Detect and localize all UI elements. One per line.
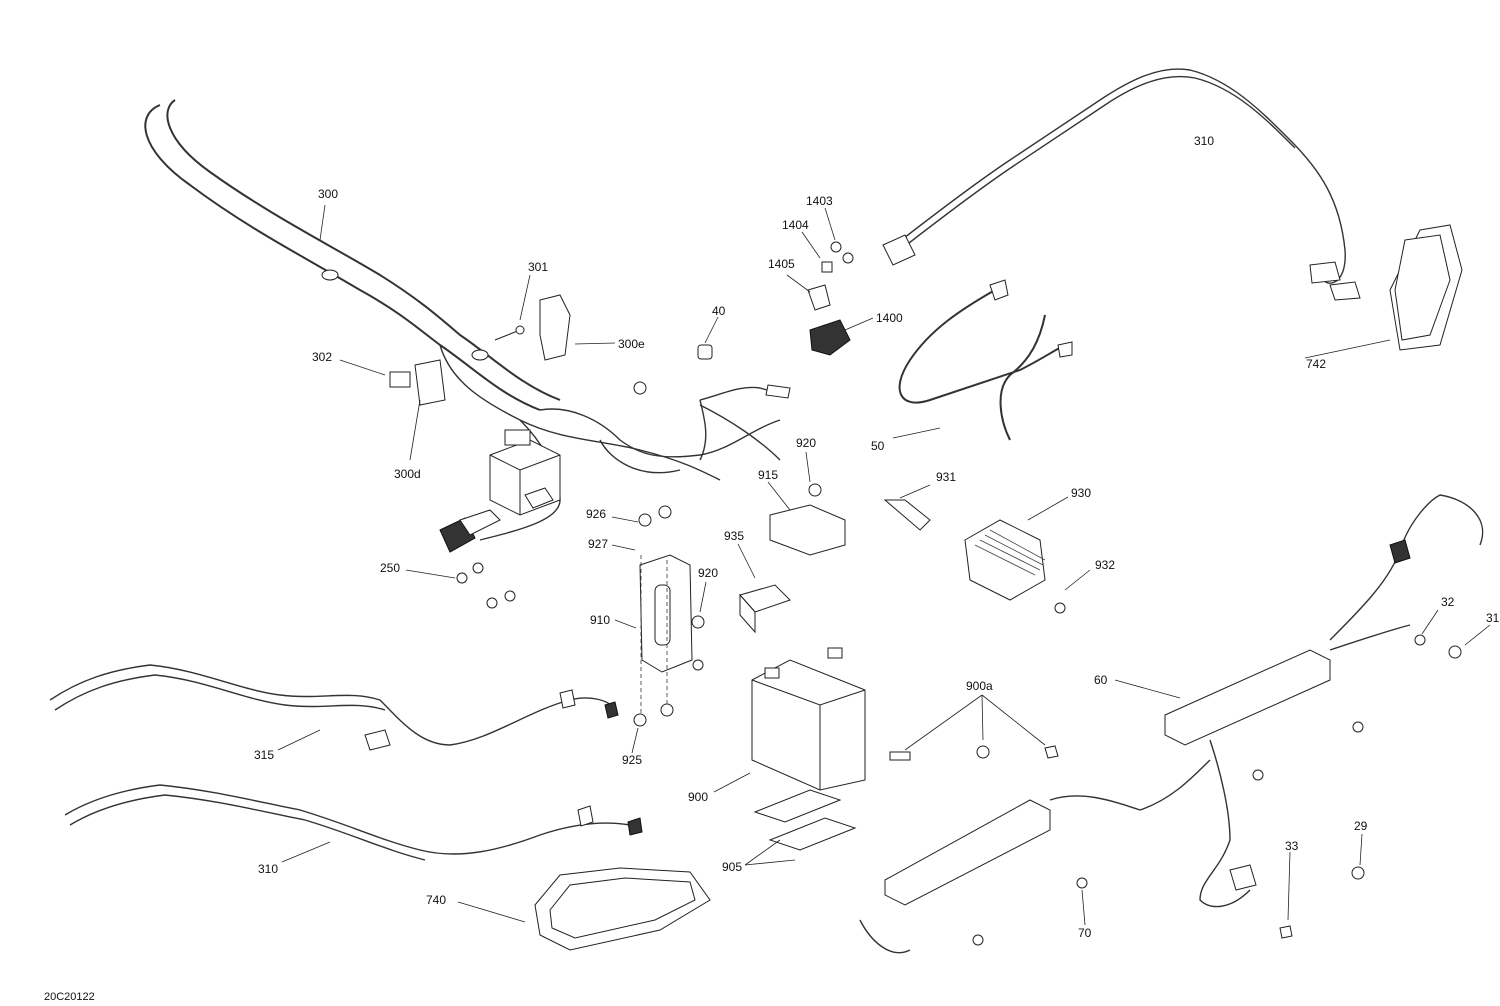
- bracket-910: [633, 483, 822, 727]
- callout-40: 40: [712, 304, 726, 318]
- callout-905: 905: [722, 860, 742, 874]
- headlight-742: [1389, 224, 1463, 351]
- callout-50: 50: [871, 439, 885, 453]
- cover-935: [739, 584, 791, 634]
- callout-926: 926: [586, 507, 606, 521]
- callout-32: 32: [1441, 595, 1455, 609]
- hardware-900a: [889, 745, 1059, 761]
- bracket-302: [389, 359, 446, 406]
- callout-930: 930: [1071, 486, 1091, 500]
- callout-310-top: 310: [1194, 134, 1214, 148]
- connector-block: [439, 487, 554, 553]
- callout-910: 910: [590, 613, 610, 627]
- battery-terminal-915: [769, 504, 846, 556]
- clip-301: [494, 294, 571, 361]
- callout-1405: 1405: [768, 257, 795, 271]
- grommet-40: [633, 344, 791, 461]
- main-harness-300: [144, 99, 781, 541]
- drawing-code: 20C20122: [44, 991, 95, 1003]
- callout-31: 31: [1486, 611, 1500, 625]
- pads-905: [753, 789, 857, 851]
- battery-cable-50: [898, 279, 1073, 441]
- callout-310-bottom: 310: [258, 862, 278, 876]
- callout-labels: 300 301 300e 302 300d 40 1403 1404 1405 …: [254, 134, 1500, 940]
- callout-250: 250: [380, 561, 400, 575]
- harness-315: [49, 664, 619, 751]
- voltage-regulator-930: [883, 499, 1046, 601]
- callout-920-mid: 920: [698, 566, 718, 580]
- callout-925: 925: [622, 753, 642, 767]
- callout-931: 931: [936, 470, 956, 484]
- callout-742: 742: [1306, 357, 1326, 371]
- callout-920-top: 920: [796, 436, 816, 450]
- callout-740: 740: [426, 893, 446, 907]
- callout-900a: 900a: [966, 679, 993, 693]
- callout-33: 33: [1285, 839, 1299, 853]
- support-rail-60: [859, 494, 1484, 954]
- fasteners: [456, 562, 1462, 946]
- callout-300: 300: [318, 187, 338, 201]
- callout-301: 301: [528, 260, 548, 274]
- callout-932: 932: [1095, 558, 1115, 572]
- callout-1400: 1400: [876, 311, 903, 325]
- harness-310-top: [882, 68, 1361, 301]
- callout-300e: 300e: [618, 337, 645, 351]
- callout-70: 70: [1078, 926, 1092, 940]
- callout-302: 302: [312, 350, 332, 364]
- leader-lines: [277, 204, 1491, 926]
- callout-315: 315: [254, 748, 274, 762]
- battery-900: [751, 647, 866, 791]
- callout-915: 915: [758, 468, 778, 482]
- callout-1404: 1404: [782, 218, 809, 232]
- callout-1403: 1403: [806, 194, 833, 208]
- callout-300d: 300d: [394, 467, 421, 481]
- callout-60: 60: [1094, 673, 1108, 687]
- callout-900: 900: [688, 790, 708, 804]
- relay-1400: [807, 241, 854, 356]
- harness-310-bottom: [64, 784, 643, 861]
- callout-927: 927: [588, 537, 608, 551]
- callout-935: 935: [724, 529, 744, 543]
- taillight-740: [534, 867, 711, 951]
- callout-29: 29: [1354, 819, 1368, 833]
- fuse-box: [489, 429, 561, 516]
